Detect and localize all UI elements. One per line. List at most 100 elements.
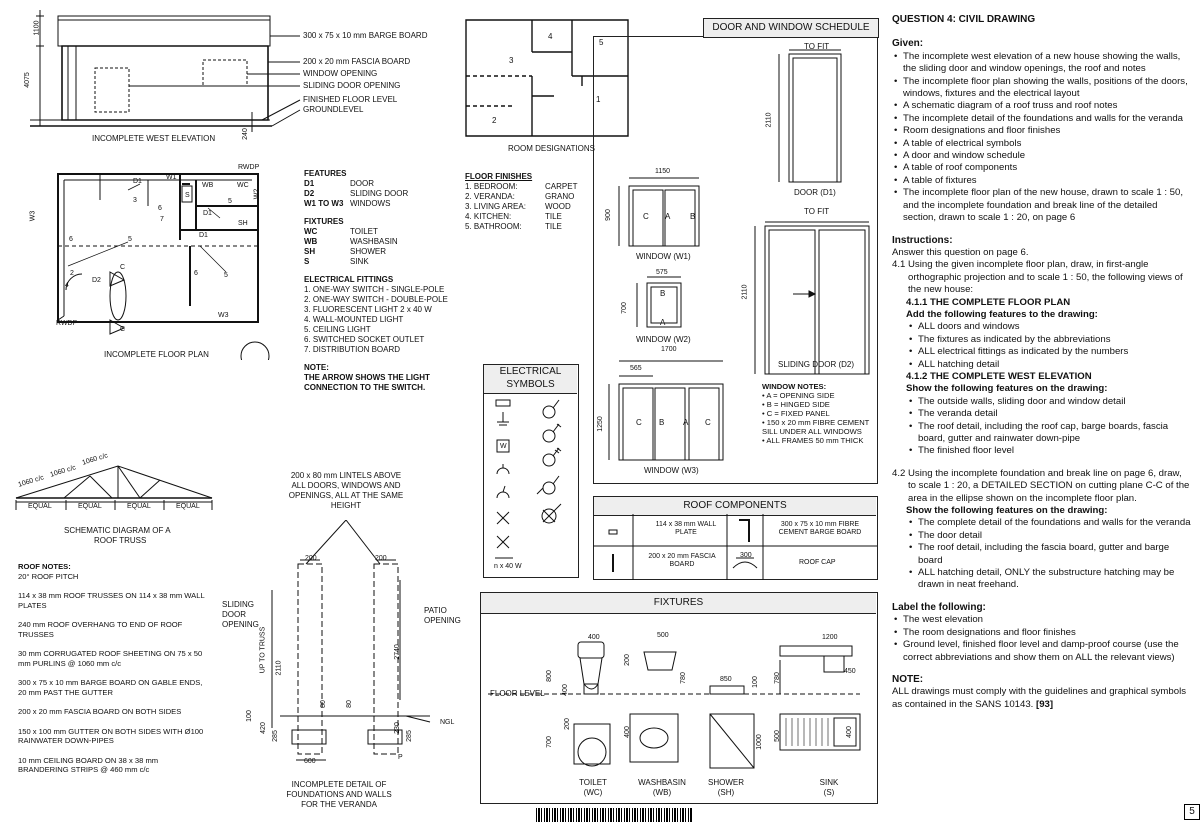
instructions-intro: Answer this question on page 6.: [892, 246, 1029, 258]
window-w3-caption: WINDOW (W3): [644, 466, 699, 475]
fixture-desc: SHOWER: [350, 247, 386, 256]
electrical-symbols-drawing: [483, 394, 577, 574]
room-designations-drawing: [462, 16, 632, 146]
fp-n7: 7: [160, 216, 164, 223]
truss-equal-4: EQUAL: [176, 503, 200, 510]
given-list: The incomplete west elevation of a new h…: [892, 51, 1192, 225]
room-number-3: 3: [509, 56, 514, 65]
label-item: Ground level, finished floor level and d…: [894, 639, 1192, 664]
w1-width: 1150: [655, 168, 671, 175]
dim-285: 285: [271, 730, 279, 742]
fp-n6b: 6: [69, 236, 73, 243]
features-note: THE ARROW SHOWS THE LIGHT CONNECTION TO …: [304, 373, 430, 392]
window-note: • 150 x 20 mm FIBRE CEMENT SILL UNDER AL…: [762, 418, 870, 436]
fp-n6c: 6: [194, 270, 198, 277]
w1-letter-c: C: [643, 212, 649, 221]
fixture-dim-wc-400b: 400: [561, 684, 569, 696]
fixture-row: WC TOILET: [304, 227, 398, 237]
p-label: P: [398, 754, 403, 761]
ngl-label: NGL: [440, 719, 455, 726]
floor-finish-row: 1. BEDROOM:CARPET: [465, 182, 577, 192]
w2-height: 700: [620, 302, 628, 314]
room-finish: GRANO: [545, 192, 575, 201]
fixture-dim-sh-1000: 1000: [755, 734, 763, 750]
question-4-1: 4.1 Using the given incomplete floor pla…: [892, 259, 1192, 296]
west-elevation-caption: INCOMPLETE WEST ELEVATION: [92, 134, 216, 143]
fixture-dim-wb-200: 200: [623, 654, 631, 666]
barcode: [536, 808, 692, 822]
room-finish: CARPET: [545, 182, 578, 191]
fp-d1-c: D1: [199, 232, 208, 239]
fixture-desc: WASHBASIN: [350, 237, 398, 246]
dim-4075: 4075: [23, 72, 31, 88]
d2-height: 2110: [741, 284, 749, 300]
label-sliding-door-opening: SLIDING DOOR OPENING: [303, 81, 401, 90]
floor-level-label: FLOOR LEVEL: [490, 689, 545, 698]
w2-letter-a: A: [660, 318, 666, 327]
fixture-code: WC: [304, 227, 318, 236]
fixture-desc: TOILET: [350, 227, 378, 236]
room-finish: WOOD: [545, 202, 571, 211]
given-item: A schematic diagram of a roof truss and …: [894, 100, 1192, 113]
to-fit-door-d1: TO FIT: [804, 42, 830, 51]
floor-plan-caption: INCOMPLETE FLOOR PLAN: [104, 350, 209, 359]
w3-width: 1700: [661, 346, 677, 353]
room-number-4: 4: [548, 32, 553, 41]
fp-s: S: [185, 192, 190, 199]
given-item: A table of electrical symbols: [894, 138, 1192, 151]
roof-components-table: [593, 496, 878, 580]
truss-equal-3: EQUAL: [127, 503, 151, 510]
window-note: • C = FIXED PANEL: [762, 409, 830, 418]
dim-230: 230: [393, 722, 401, 734]
electrical-item: 5. CEILING LIGHT: [304, 325, 371, 334]
window-note: • A = OPENING SIDE: [762, 391, 835, 400]
fp-d1-b: D1: [203, 210, 212, 217]
page-number: 5: [1184, 804, 1200, 820]
given-item: A table of roof components: [894, 162, 1192, 175]
label-list: The west elevation The room designations…: [892, 614, 1192, 664]
room-number-5: 5: [599, 38, 604, 47]
roof-comp-barge-board: 300 x 75 x 10 mm FIBRE CEMENT BARGE BOAR…: [778, 521, 862, 536]
q42-text: Using the incomplete foundation and brea…: [908, 467, 1190, 504]
fixture-dim-s-400: 400: [845, 726, 853, 738]
q42-sub: Show the following features on the drawi…: [906, 505, 1108, 517]
given-heading: Given:: [892, 38, 924, 50]
w3-height: 1250: [596, 416, 604, 432]
electrical-item: 4. WALL-MOUNTED LIGHT: [304, 315, 404, 324]
floor-finishes-table: 1. BEDROOM:CARPET 2. VERANDA:GRANO 3. LI…: [465, 182, 577, 232]
w2-letter-b: B: [660, 289, 666, 298]
fp-w3-bottom: W3: [218, 312, 229, 319]
features-heading: FEATURES: [304, 169, 347, 178]
w3-letter-c2: C: [705, 418, 711, 427]
washbasin-label: WASHBASIN(WB): [638, 778, 686, 797]
q412-sub: Show the following features on the drawi…: [906, 383, 1108, 395]
roof-components-title: ROOF COMPONENTS: [594, 497, 876, 516]
window-notes: WINDOW NOTES: • A = OPENING SIDE • B = H…: [762, 382, 872, 445]
roof-comp-roof-cap: ROOF CAP: [799, 559, 836, 566]
dim-1100: 1100: [33, 20, 41, 36]
label-finished-floor-level: FINISHED FLOOR LEVEL: [303, 95, 398, 104]
instructions-heading: Instructions:: [892, 234, 953, 246]
w1-letter-a: A: [665, 212, 671, 221]
door-d1-caption: DOOR (D1): [794, 188, 836, 197]
sliding-door-d2-caption: SLIDING DOOR (D2): [778, 360, 855, 369]
roof-notes-heading: ROOF NOTES:: [18, 562, 71, 571]
window-notes-heading: WINDOW NOTES:: [762, 382, 827, 391]
note-heading: NOTE:: [892, 673, 924, 685]
dim-200-b: 200: [375, 555, 387, 562]
fp-rwdp-bottom: RWDP: [56, 320, 78, 327]
fp-n5c: 5: [224, 272, 228, 279]
roof-comp-fascia-board: 200 x 20 mm FASCIA BOARD: [648, 553, 716, 568]
dim-80-a: 80: [319, 700, 327, 708]
label-heading: Label the following:: [892, 601, 986, 613]
w1-height: 900: [604, 209, 612, 221]
fp-w2: W2: [253, 188, 261, 200]
feature-code: D2: [304, 189, 315, 198]
room-designations-caption: ROOM DESIGNATIONS: [508, 144, 595, 153]
floor-finish-row: 4. KITCHEN:TILE: [465, 212, 577, 222]
given-item: A table of fixtures: [894, 175, 1192, 188]
q42-list: The complete detail of the foundations a…: [892, 517, 1192, 591]
